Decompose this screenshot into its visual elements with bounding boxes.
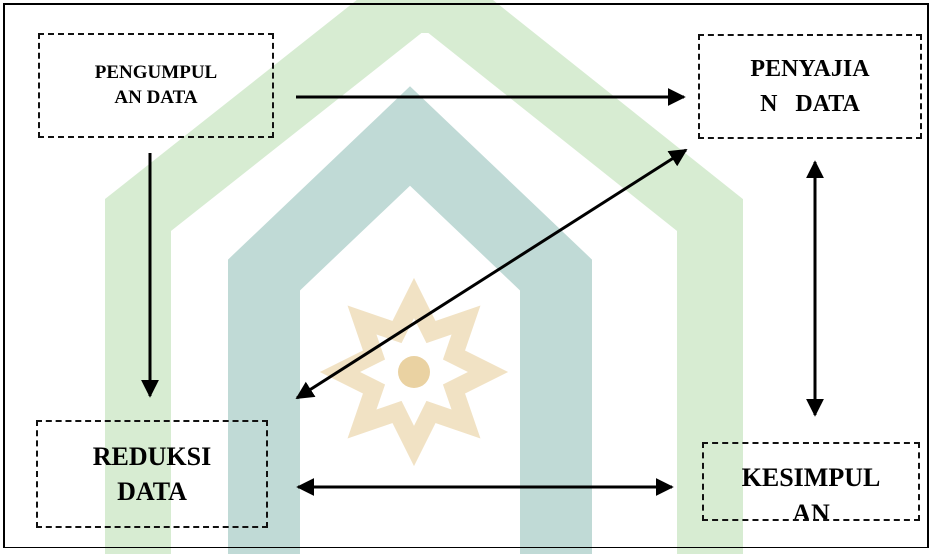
node-label-line: KESIMPUL bbox=[741, 463, 881, 492]
node-pengumpulan-data: PENGUMPUL AN DATA bbox=[38, 33, 274, 138]
node-label-line: PENGUMPUL bbox=[94, 61, 218, 83]
node-reduksi-data: REDUKSI DATA bbox=[36, 420, 268, 528]
arrow-reduksi-penyajian bbox=[295, 148, 688, 400]
node-label-line: REDUKSI bbox=[92, 441, 212, 471]
node-label-line: AN bbox=[792, 499, 830, 521]
watermark-outer-arch bbox=[105, 0, 743, 554]
node-label-line: AN DATA bbox=[114, 86, 198, 108]
node-label-line: PENYAJIA bbox=[750, 55, 870, 82]
node-kesimpulan: KESIMPUL AN bbox=[702, 442, 920, 521]
node-penyajian-data: PENYAJIA N DATA bbox=[698, 34, 922, 139]
outer-frame bbox=[3, 3, 929, 548]
node-label-line: N DATA bbox=[760, 90, 860, 117]
node-label-line: DATA bbox=[117, 477, 187, 506]
